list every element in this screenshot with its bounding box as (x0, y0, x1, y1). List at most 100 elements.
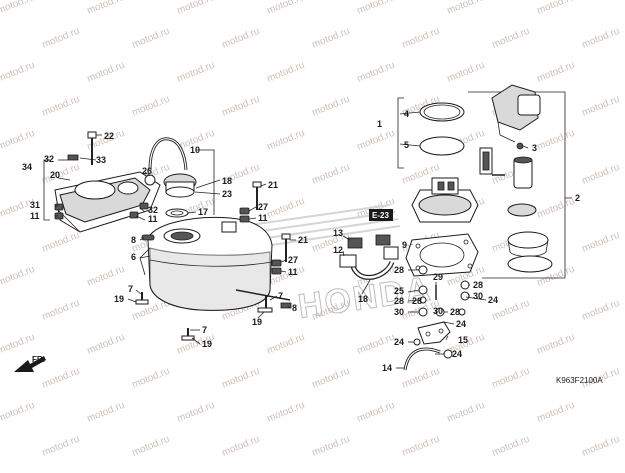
watermark-text: motod.ru (446, 0, 487, 17)
watermark-text: motod.ru (266, 0, 307, 17)
leader-lines (54, 111, 529, 369)
callout-24-mid: 24 (456, 319, 466, 329)
watermark-text: motod.ru (41, 162, 82, 187)
callout-30-mid: 30 (433, 306, 443, 316)
callout-24-right: 24 (488, 295, 498, 305)
clamp-8 (141, 234, 155, 241)
watermark-text: motod.ru (176, 400, 217, 425)
watermark-text: motod.ru (86, 0, 127, 17)
callout-23: 23 (222, 189, 232, 199)
callout-32: 32 (44, 154, 54, 164)
fuel-tank (139, 216, 291, 311)
watermark-text: motod.ru (131, 94, 172, 119)
callout-31: 31 (30, 200, 40, 210)
callout-34: 34 (22, 162, 32, 172)
watermark-text: motod.ru (581, 230, 622, 255)
watermark-text: motod.ru (491, 26, 532, 51)
watermark-text: motod.ru (311, 366, 352, 391)
watermark-text: motod.ru (0, 400, 36, 425)
watermark-text: motod.ru (221, 26, 262, 51)
watermark-text: motod.ru (491, 434, 532, 459)
callout-5: 5 (404, 140, 409, 150)
callout-33: 33 (96, 155, 106, 165)
callout-8-right: 8 (292, 303, 297, 313)
callout-28-right: 28 (473, 280, 483, 290)
watermark-text: motod.ru (41, 94, 82, 119)
pump-flange (411, 177, 479, 223)
watermark-text: motod.ru (131, 26, 172, 51)
tank-cover (54, 171, 161, 233)
tank-grommets (239, 207, 282, 275)
reference-box-e23: E-23 (369, 209, 393, 221)
callout-28-bottom: 28 (450, 307, 460, 317)
callout-21-top: 21 (268, 180, 278, 190)
callout-27-top: 27 (258, 202, 268, 212)
callout-22: 22 (104, 131, 114, 141)
watermark-text: motod.ru (401, 26, 442, 51)
callout-17: 17 (198, 207, 208, 217)
watermark-text: motod.ru (266, 332, 307, 357)
watermark-text: motod.ru (176, 0, 217, 17)
watermark-text: motod.ru (536, 60, 577, 85)
hose-14 (403, 347, 441, 371)
callout-3: 3 (532, 143, 537, 153)
callout-30-left: 30 (394, 307, 404, 317)
grommet-26 (144, 174, 156, 186)
watermark-text: motod.ru (311, 26, 352, 51)
bolts-21 (252, 181, 291, 262)
watermark-text: motod.ru (221, 94, 262, 119)
callout-24-bottom: 24 (452, 349, 462, 359)
watermark-text: motod.ru (581, 434, 622, 459)
watermark-text: motod.ru (401, 434, 442, 459)
watermark-text: motod.ru (41, 298, 82, 323)
bracket-15 (417, 321, 451, 345)
watermark-text: motod.ru (581, 298, 622, 323)
callout-18-top: 18 (222, 176, 232, 186)
watermark-text: motod.ru (266, 400, 307, 425)
watermark-text: motod.ru (0, 60, 36, 85)
diagram-code: K963F2100A (556, 376, 603, 385)
callout-11-bottom: 11 (288, 267, 298, 277)
watermark-text: motod.ru (0, 128, 36, 153)
callout-13: 13 (333, 228, 343, 238)
callout-4: 4 (404, 109, 409, 119)
callout-29: 29 (433, 272, 443, 282)
watermark-text: motod.ru (266, 264, 307, 289)
watermark-text: motod.ru (0, 332, 36, 357)
watermark-text: motod.ru (266, 60, 307, 85)
clip-33 (67, 154, 79, 161)
watermark-text: motod.ru (446, 60, 487, 85)
watermark-text: motod.ru (356, 400, 397, 425)
direction-label: FR. (32, 355, 45, 364)
callout-2: 2 (575, 193, 580, 203)
callout-27-bottom: 27 (288, 255, 298, 265)
watermark-text: motod.ru (266, 128, 307, 153)
fuel-pump-module (479, 84, 541, 189)
callout-11-right: 11 (258, 213, 268, 223)
callout-19-left: 19 (114, 294, 124, 304)
callout-28-mid: 28 (394, 296, 404, 306)
watermark-text: motod.ru (86, 400, 127, 425)
callout-28-top: 28 (394, 265, 404, 275)
watermark-text: motod.ru (41, 26, 82, 51)
watermark-text: motod.ru (536, 0, 577, 17)
watermark-text: motod.ru (131, 366, 172, 391)
callout-7-left: 7 (128, 284, 133, 294)
callout-15: 15 (458, 335, 468, 345)
watermark-text: motod.ru (581, 26, 622, 51)
watermark-text: motod.ru (356, 0, 397, 17)
watermark-text: motod.ru (536, 196, 577, 221)
callout-28-inner: 28 (412, 296, 422, 306)
pump-strainer (507, 203, 553, 273)
callout-7-right: 7 (278, 291, 283, 301)
callout-24-left: 24 (394, 337, 404, 347)
callout-11-mid: 11 (148, 214, 158, 224)
watermark-text: motod.ru (131, 434, 172, 459)
callout-11-left: 11 (30, 211, 40, 221)
seal-rings (419, 102, 465, 156)
callout-14: 14 (382, 363, 392, 373)
callout-26: 26 (142, 166, 152, 176)
